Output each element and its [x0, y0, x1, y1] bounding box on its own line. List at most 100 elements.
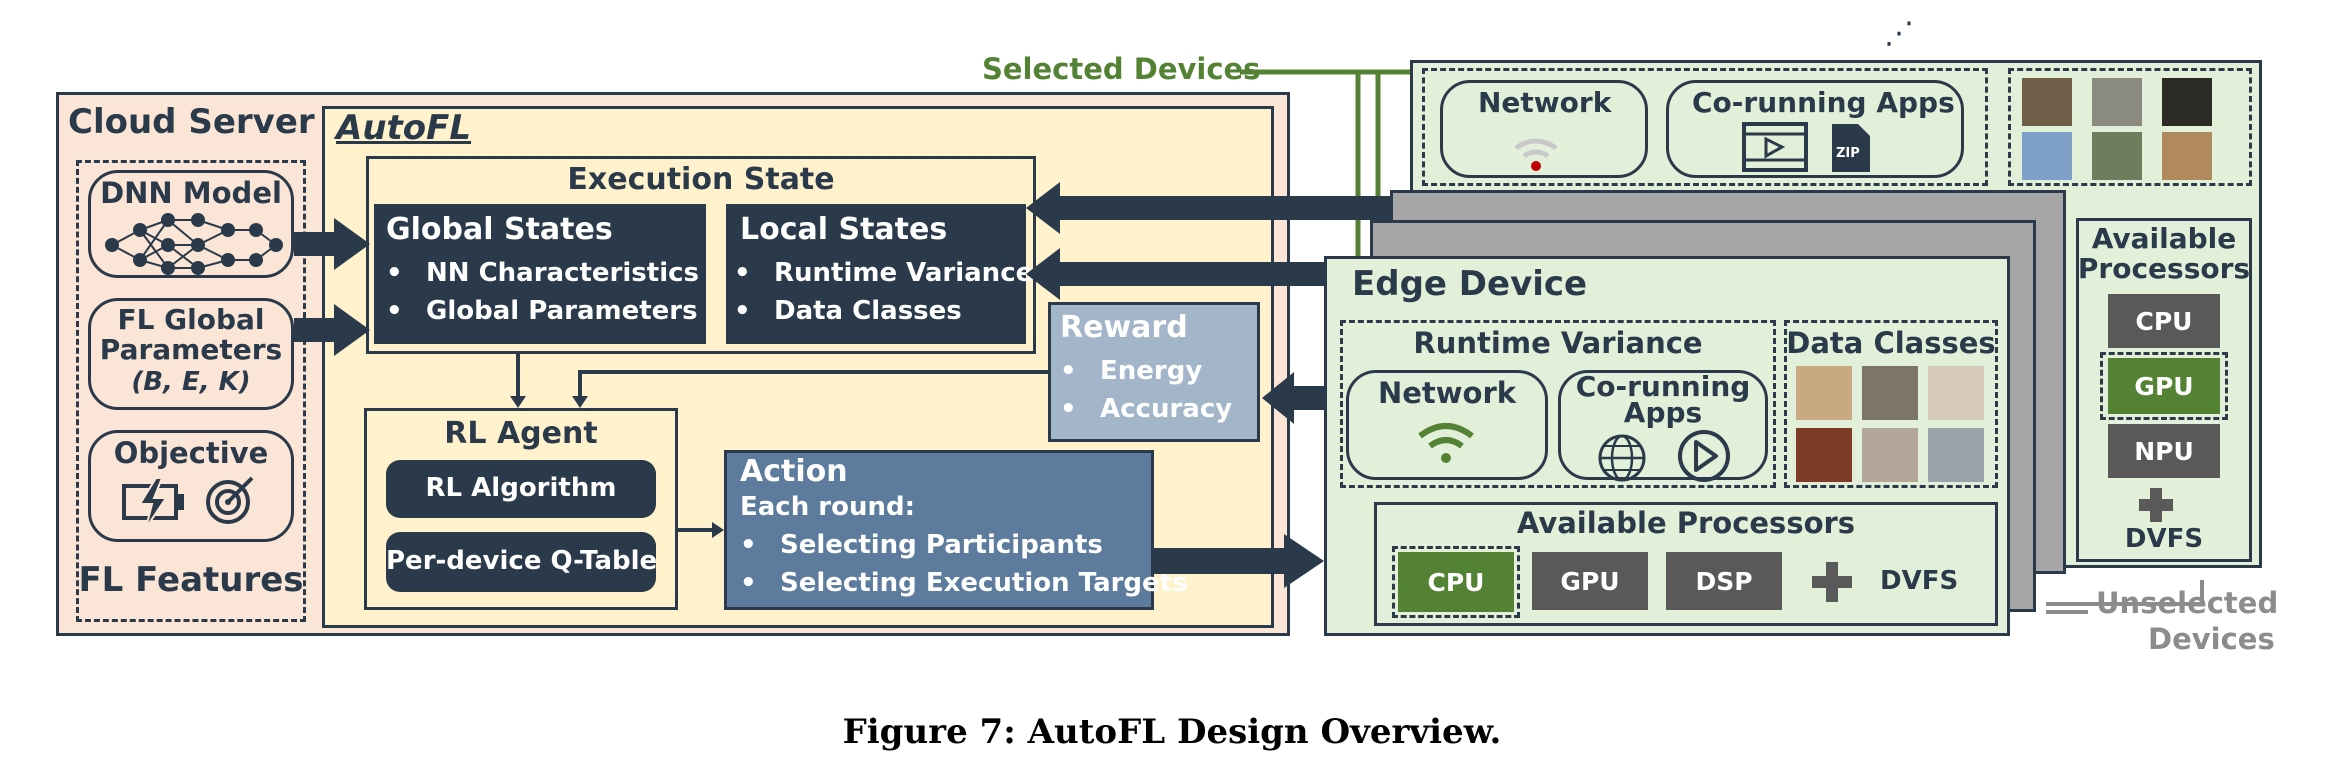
available-processors-label: Available Processors: [1516, 506, 1856, 540]
back-zip-label: ZIP: [1836, 146, 1860, 161]
local-states-item-1: Runtime Variance: [734, 258, 1033, 288]
rl-agent-box: [364, 408, 678, 610]
autofl-title: AutoFL: [336, 108, 472, 148]
data-classes-label: Data Classes: [1786, 326, 1996, 360]
back-gpu-highlight: [2100, 352, 2228, 420]
back-processors-label-2: Processors: [2077, 252, 2251, 285]
back-data-classes-group: [2008, 68, 2252, 186]
arrow-reward-to-agent: [572, 370, 1048, 408]
fl-global-line-2: Parameters: [99, 333, 283, 366]
thumb-cat-black: [2162, 78, 2212, 126]
fl-global-line-1: FL Global: [117, 303, 265, 336]
dnn-model-label: DNN Model: [100, 176, 282, 210]
thumb-bird: [2092, 132, 2142, 180]
back-npu-chip: NPU: [2108, 424, 2220, 478]
local-states-item-2: Data Classes: [734, 296, 962, 326]
arrow-action-to-edge: [1154, 534, 1324, 588]
action-subtitle: Each round:: [740, 492, 915, 522]
fl-features-group: [76, 160, 306, 622]
more-devices-ellipsis: ⋰: [1884, 16, 1914, 51]
back-processors-label-1: Available: [2091, 222, 2237, 255]
back-cpu-chip: CPU: [2108, 294, 2220, 348]
edge-cpu-chip: CPU: [1398, 552, 1514, 612]
thumb-toy-bear: [1796, 366, 1852, 420]
arrow-state-to-agent: [510, 354, 526, 408]
fl-global-parameters-box: [88, 298, 294, 410]
thumb-plane: [2022, 132, 2072, 180]
edge-dvfs-label: DVFS: [1880, 566, 1959, 596]
thumb-flowers: [1796, 428, 1852, 482]
figure-caption: Figure 7: AutoFL Design Overview.: [842, 712, 1502, 752]
arrow-agent-to-action: [678, 522, 724, 538]
data-class-thumbnails: [1796, 366, 1988, 482]
reward-item-1: Energy: [1060, 356, 1202, 386]
edge-device-title: Edge Device: [1352, 264, 1588, 304]
arrow-edge-to-reward: [1262, 372, 1326, 424]
data-classes-group: [1784, 320, 1998, 488]
back-data-thumbnails: [2022, 78, 2242, 180]
unselected-devices-connector-1: [2046, 580, 2204, 606]
edge-dsp-chip: DSP: [1666, 552, 1782, 610]
global-states-title: Global States: [386, 212, 613, 247]
selected-devices-label: Selected Devices: [982, 52, 1261, 86]
cpu-highlight: [1392, 546, 1520, 618]
edge-gpu-chip: GPU: [1532, 552, 1648, 610]
fl-features-label: FL Features: [78, 560, 304, 600]
q-table-pill: [386, 532, 656, 592]
rl-algorithm-pill: [386, 460, 656, 518]
arrow-dnn-to-global: [294, 218, 370, 270]
runtime-variance-group: [1340, 320, 1776, 488]
global-states-item-2: Global Parameters: [386, 296, 698, 326]
back-corunning-label: Co-running Apps: [1692, 86, 1955, 119]
edge-corunning-box: [1558, 370, 1768, 480]
thumb-cat-sleeping: [1862, 428, 1918, 482]
edge-corunning-line-1: Co-running: [1575, 370, 1751, 403]
available-processors-group: [1374, 502, 1998, 626]
fl-global-line-3: (B, E, K): [131, 367, 251, 397]
runtime-variance-label: Runtime Variance: [1413, 326, 1703, 360]
dnn-model-box: [88, 170, 294, 278]
back-processors-group: [2076, 218, 2252, 562]
reward-title: Reward: [1060, 310, 1188, 345]
cloud-server-title: Cloud Server: [68, 102, 315, 142]
arrow-device-to-local-2: [1026, 248, 1324, 300]
thumb-deer: [2162, 132, 2212, 180]
objective-box: [88, 430, 294, 542]
action-item-2: Selecting Execution Targets: [740, 568, 1188, 598]
thumb-horse: [2092, 78, 2142, 126]
back-dvfs-label: DVFS: [2124, 524, 2204, 554]
reward-item-2: Accuracy: [1060, 394, 1232, 424]
thumb-bowl: [1928, 428, 1984, 482]
unselected-devices-label-1: Unselected: [2096, 586, 2279, 620]
unselected-devices-label-2: Devices: [2148, 622, 2275, 656]
q-table-label: Per-device Q-Table: [386, 546, 658, 576]
thumb-cat-sitting: [1862, 366, 1918, 420]
thumb-dog: [2022, 78, 2072, 126]
local-states-title: Local States: [740, 212, 948, 247]
back-network-box: [1440, 80, 1648, 178]
rl-agent-title: RL Agent: [444, 416, 598, 451]
back-corunning-box: [1666, 80, 1964, 178]
execution-state-box: [366, 156, 1036, 354]
back-network-label: Network: [1478, 86, 1612, 119]
objective-label: Objective: [113, 436, 269, 470]
action-item-1: Selecting Participants: [740, 530, 1103, 560]
back-gpu-chip: GPU: [2108, 358, 2220, 414]
arrow-device-to-local-1: [1026, 182, 1390, 234]
rl-algorithm-label: RL Algorithm: [425, 473, 617, 503]
arrow-params-to-global: [294, 304, 370, 356]
thumb-cat-lying: [1928, 366, 1984, 420]
edge-network-label: Network: [1377, 376, 1517, 410]
edge-corunning-line-2: Apps: [1623, 396, 1703, 429]
